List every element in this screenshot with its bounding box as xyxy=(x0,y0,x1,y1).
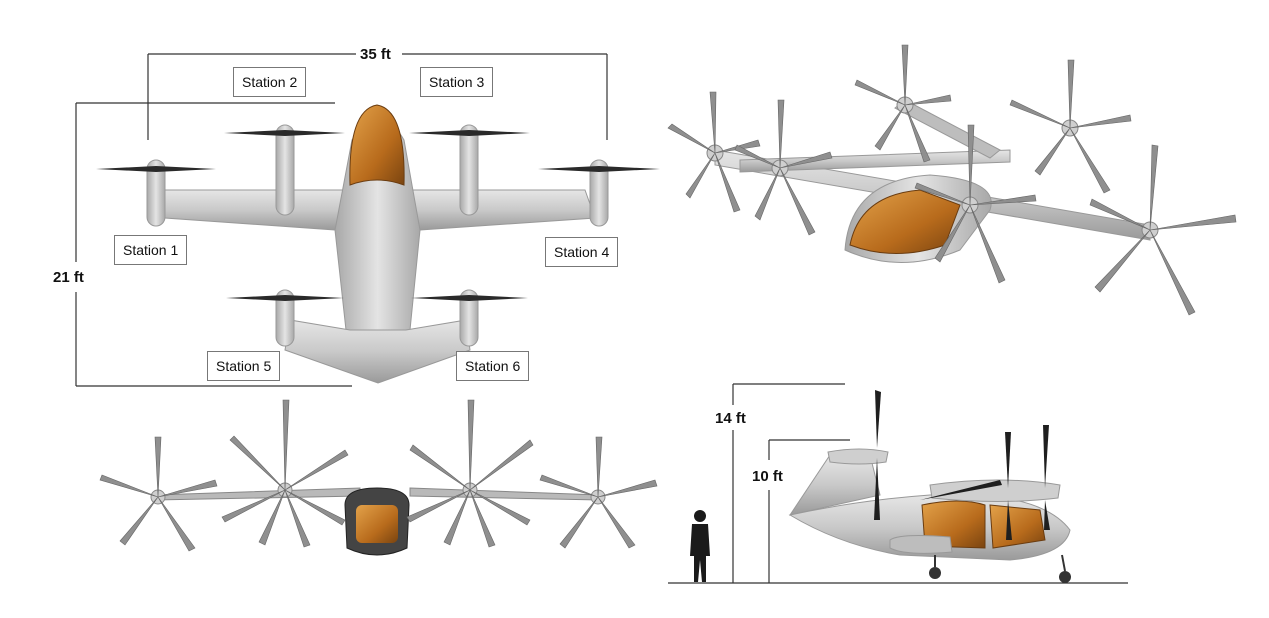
human-silhouette xyxy=(690,510,710,582)
height-total-dimension-label: 14 ft xyxy=(715,410,746,427)
station-5-label: Station 5 xyxy=(207,351,281,381)
station-6-label: Station 6 xyxy=(456,351,530,381)
station-1-label: Station 1 xyxy=(114,235,188,265)
height-tail-dimension-label: 10 ft xyxy=(752,468,783,485)
top-view-aircraft xyxy=(96,104,660,384)
span-dimension-label: 35 ft xyxy=(360,46,391,63)
station-2-label: Station 2 xyxy=(233,67,307,97)
station-3-label: Station 3 xyxy=(420,67,494,97)
top-view-dimension-lines xyxy=(75,53,608,387)
station-4-label: Station 4 xyxy=(545,237,619,267)
perspective-view-aircraft xyxy=(667,44,1237,316)
side-view-aircraft xyxy=(788,390,1071,583)
length-dimension-label: 21 ft xyxy=(53,269,84,286)
front-view-aircraft xyxy=(99,399,658,556)
side-view-dimension-lines xyxy=(732,383,850,583)
